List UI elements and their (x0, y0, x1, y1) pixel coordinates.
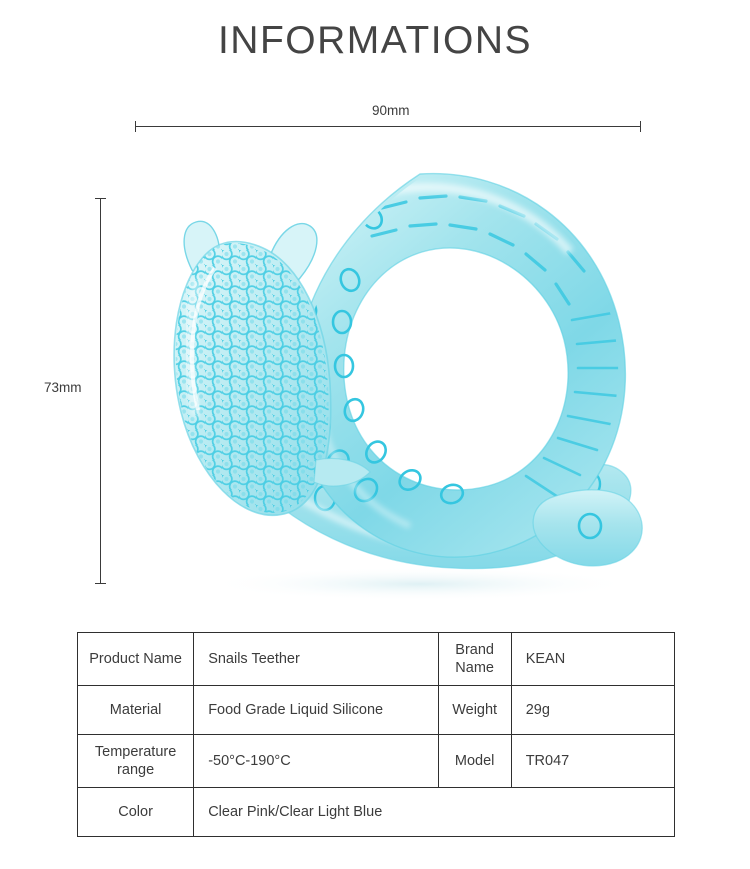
cell-brand-name-value: KEAN (510, 632, 676, 686)
page-title: INFORMATIONS (217, 19, 533, 62)
cell-color-key: Color (76, 787, 195, 837)
snail-head (173, 220, 371, 517)
cell-material-key: Material (76, 685, 195, 735)
cell-temperature-range-key: Temperature range (76, 734, 195, 788)
width-dimension-label: 90mm (372, 103, 410, 118)
height-dimension-label: 73mm (44, 380, 82, 395)
tail-nub (577, 512, 603, 540)
cell-weight-key: Weight (437, 685, 512, 735)
snail-tail (532, 489, 643, 567)
product-image-snail-teether (120, 160, 660, 615)
cell-brand-name-key: Brand Name (437, 632, 512, 686)
cell-color-value: Clear Pink/Clear Light Blue (193, 787, 675, 837)
product-spec-table: Product Name Snails Teether Brand Name K… (76, 632, 676, 837)
table-row: Product Name Snails Teether Brand Name K… (76, 632, 676, 686)
cell-product-name-key: Product Name (76, 632, 195, 686)
table-row: Color Clear Pink/Clear Light Blue (76, 787, 675, 837)
cell-temperature-range-value: -50°C-190°C (193, 734, 439, 788)
table-row: Temperature range -50°C-190°C Model TR04… (76, 734, 676, 788)
table-row: Material Food Grade Liquid Silicone Weig… (76, 685, 676, 735)
height-dimension-line (95, 198, 106, 584)
neck-connector (313, 457, 371, 487)
cell-model-key: Model (437, 734, 512, 788)
snail-shell (293, 172, 627, 558)
product-shadow (205, 567, 635, 601)
width-dimension-line (135, 121, 641, 132)
cell-material-value: Food Grade Liquid Silicone (193, 685, 439, 735)
cell-product-name-value: Snails Teether (193, 632, 439, 686)
cell-weight-value: 29g (510, 685, 676, 735)
cell-model-value: TR047 (510, 734, 676, 788)
